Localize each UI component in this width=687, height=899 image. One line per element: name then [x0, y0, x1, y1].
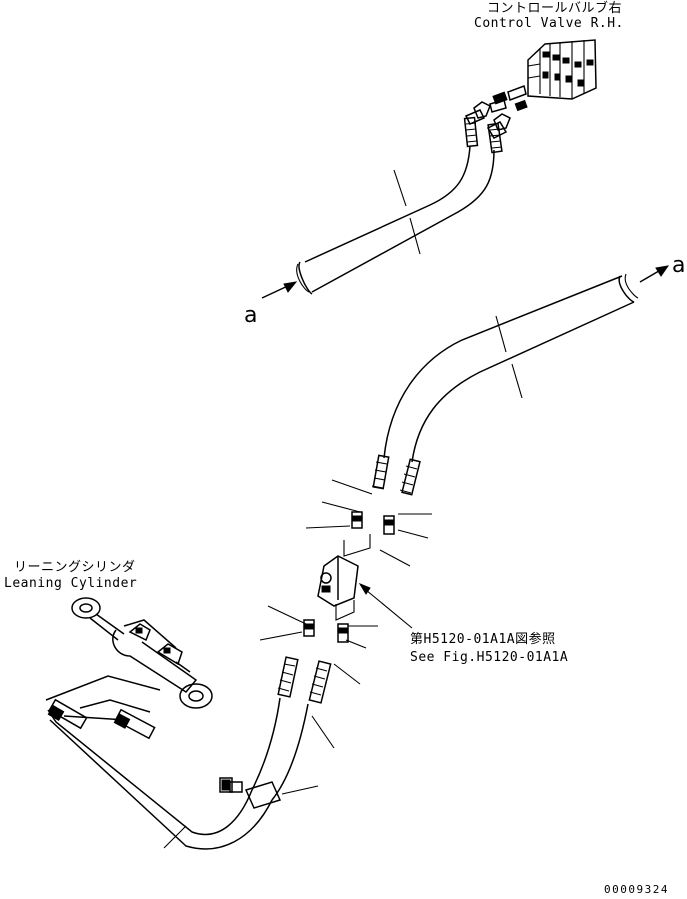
control-valve-label-en: Control Valve R.H.	[474, 16, 624, 31]
arrow-a-left-label: a	[244, 303, 257, 328]
reference-leader	[358, 582, 413, 629]
hose-clamp	[219, 777, 319, 809]
arrow-a-left: a	[244, 281, 298, 328]
arrow-a-right-label: a	[672, 253, 685, 278]
cyl-hose-end-left	[47, 698, 88, 730]
upper-hose-pair	[296, 145, 495, 295]
document-id: 00009324	[604, 883, 669, 896]
lower-hose-pair-upper	[383, 273, 639, 463]
hose-end-lower-left	[277, 656, 299, 698]
leaning-cylinder-label-en: Leaning Cylinder	[4, 576, 137, 591]
adapter-lower-left	[303, 619, 315, 637]
leaning-cylinder-label-jp: リーニングシリンダ	[14, 560, 136, 575]
lower-hose-pair-bottom	[45, 675, 335, 850]
arrow-a-right: a	[639, 253, 685, 283]
leader-lines-upper	[305, 479, 432, 567]
hose-end-mid-left	[371, 454, 390, 490]
control-valve-label-jp: コントロールバルブ右	[487, 0, 622, 16]
adapter-upper-left	[351, 511, 363, 529]
elbow-fitting-left	[464, 101, 491, 125]
hose-end-mid-right	[399, 458, 421, 496]
cyl-hose-end-right	[113, 708, 156, 740]
hose-end-top-right	[487, 122, 503, 154]
see-fig-label-en: See Fig.H5120-01A1A	[410, 650, 568, 665]
hose-end-lower-right	[308, 660, 332, 704]
see-fig-label-jp: 第H5120-01A1A図参照	[410, 631, 556, 647]
leaning-cylinder	[71, 597, 213, 709]
adapter-lower-right	[337, 623, 349, 643]
valve-fitting-lower	[489, 99, 528, 113]
leader-lines-lower	[259, 605, 378, 685]
adapter-upper-right	[383, 515, 395, 535]
valve-block	[317, 534, 371, 621]
control-valve	[527, 39, 597, 100]
hose-end-top-left	[463, 116, 479, 148]
